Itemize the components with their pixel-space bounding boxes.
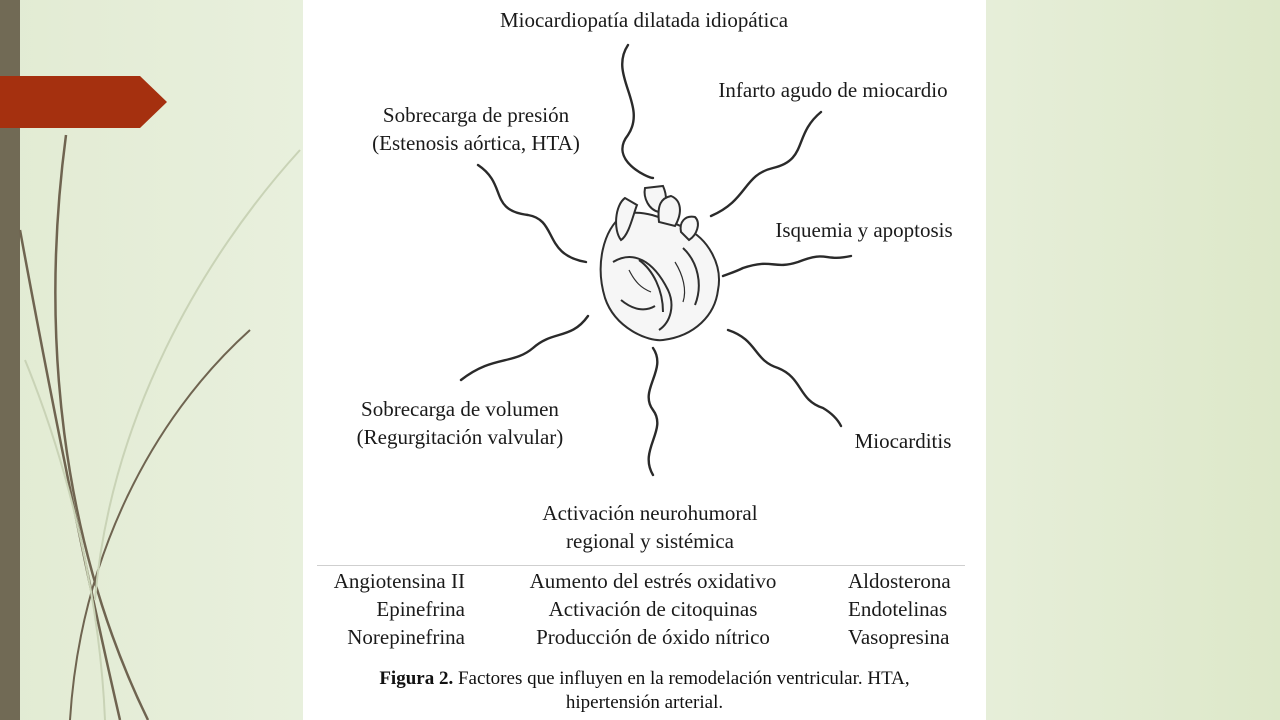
- figure-drawing: [459, 43, 853, 477]
- label-pressure-overload: Sobrecarga de presión: [382, 103, 570, 127]
- label-acute-myocardial-infarction: Infarto agudo de miocardio: [718, 78, 948, 102]
- decorative-curve: [54, 134, 150, 720]
- factor-left-3: Norepinefrina: [347, 625, 465, 649]
- decorative-curve: [94, 149, 301, 601]
- wavy-arrow-icon: [647, 346, 659, 477]
- left-accent-bar: [0, 0, 20, 720]
- factor-left-1: Angiotensina II: [333, 569, 465, 593]
- caption-line-2: hipertensión arterial.: [565, 692, 724, 713]
- label-pressure-overload-detail: (Estenosis aórtica, HTA): [372, 131, 580, 155]
- figure-panel: Miocardiopatía dilatada idiopática Infar…: [303, 0, 986, 720]
- heart-illustration-icon: [599, 184, 720, 342]
- wavy-arrow-icon: [709, 110, 823, 218]
- wavy-arrow-icon: [726, 328, 843, 428]
- label-myocarditis: Miocarditis: [854, 429, 952, 453]
- factor-right-3: Vasopresina: [848, 625, 950, 649]
- factor-right-2: Endotelinas: [848, 597, 948, 621]
- wavy-arrow-icon: [621, 43, 655, 180]
- label-volume-overload: Sobrecarga de volumen: [361, 397, 559, 421]
- decorative-curve: [24, 359, 106, 720]
- caption-text-line-1: Factores que influyen en la remodelación…: [453, 668, 910, 689]
- figure-caption: Figura 2. Factores que influyen en la re…: [303, 667, 986, 691]
- caption-prefix: Figura 2.: [379, 668, 454, 689]
- label-volume-overload-detail: (Regurgitación valvular): [356, 425, 564, 449]
- label-ischemia-apoptosis: Isquemia y apoptosis: [775, 218, 953, 242]
- factor-center-1: Aumento del estrés oxidativo: [529, 569, 777, 593]
- decorative-curve: [69, 329, 251, 720]
- label-neurohumoral-activation-detail: regional y sistémica: [566, 529, 734, 553]
- label-neurohumoral-activation: Activación neurohumoral: [542, 501, 758, 525]
- factor-left-2: Epinefrina: [376, 597, 465, 621]
- decorative-curve: [18, 229, 122, 720]
- factor-center-2: Activación de citoquinas: [548, 597, 758, 621]
- factor-right-1: Aldosterona: [848, 569, 951, 593]
- divider-line: [317, 565, 965, 566]
- wavy-arrow-icon: [476, 163, 588, 264]
- title-arrow-shape: [0, 76, 167, 128]
- factor-center-3: Producción de óxido nítrico: [536, 625, 770, 649]
- wavy-arrow-icon: [459, 314, 590, 382]
- wavy-arrow-icon: [721, 254, 853, 278]
- label-idiopathic-dilated-cardiomyopathy: Miocardiopatía dilatada idiopática: [499, 8, 789, 32]
